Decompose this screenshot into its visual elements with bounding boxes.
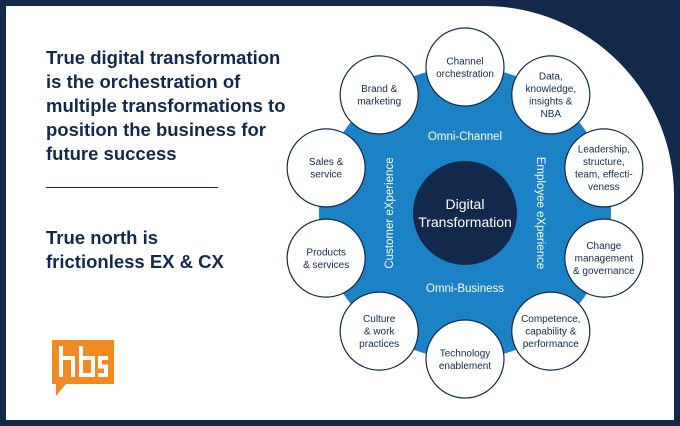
node-label: Sales &service (309, 157, 344, 181)
node-label: Products& services (303, 247, 349, 271)
node-circle (511, 55, 591, 135)
node-circle (564, 218, 644, 298)
node-label: Brand &marketing (357, 84, 401, 108)
ring-label-top: Omni-Channel (428, 131, 502, 143)
node-circle (425, 27, 505, 107)
content-panel: True digital transformation is the orche… (6, 6, 674, 420)
center-circle (413, 161, 517, 265)
node-data-knowledge: Data,knowledge,insights &NBA (511, 55, 591, 135)
ring-label-right: Employee eXperience (534, 157, 546, 270)
headline: True digital transformation is the orche… (46, 47, 286, 164)
divider (46, 187, 218, 188)
node-competence: Competence,capability &performance (511, 291, 591, 371)
node-circle (425, 319, 505, 399)
node-circle (286, 128, 366, 208)
node-circle (564, 128, 644, 208)
node-circle (339, 55, 419, 135)
node-label: Leadership,structure,team, effecti-venes… (575, 145, 633, 194)
ring-label-left: Customer eXperience (384, 157, 396, 268)
node-label: Data,knowledge,insights &NBA (526, 72, 577, 121)
node-circle (286, 218, 366, 298)
node-products-services: Products& services (286, 218, 366, 298)
subline: True north is frictionless EX & CX (46, 227, 224, 272)
node-circle (511, 291, 591, 371)
node-brand-marketing: Brand &marketing (339, 55, 419, 135)
node-circle (339, 291, 419, 371)
ring-label-bottom: Omni-Business (426, 283, 504, 295)
node-label: Competence,capability &performance (521, 314, 580, 350)
node-sales-service: Sales &service (286, 128, 366, 208)
node-leadership: Leadership,structure,team, effecti-venes… (564, 128, 644, 208)
logo-icon (52, 340, 114, 396)
